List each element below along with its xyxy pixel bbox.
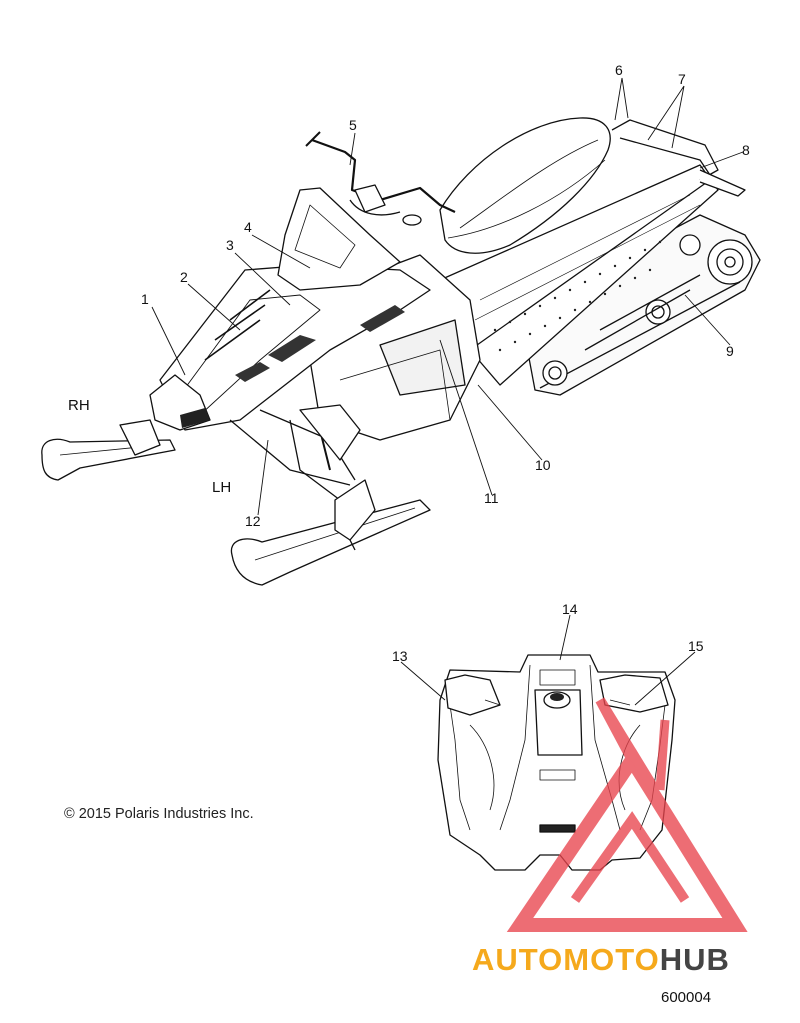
watermark-brand-text: AUTOMOTOHUB	[472, 942, 730, 978]
callout-12: 12	[245, 513, 261, 529]
hood-top-view-illustration	[437, 654, 676, 871]
side-label-rh: RH	[68, 397, 90, 414]
watermark-brand-part-a: AUTOMOTO	[472, 942, 660, 977]
callout-1: 1	[141, 291, 149, 307]
callout-labels: 1 2 3 4 5 6 7 8 9 10 11 12 13 14 15 RH L…	[68, 62, 750, 664]
callout-2: 2	[180, 269, 188, 285]
callout-8: 8	[742, 142, 750, 158]
callout-3: 3	[226, 237, 234, 253]
callout-4: 4	[244, 219, 252, 235]
callout-5: 5	[349, 117, 357, 133]
callout-9: 9	[726, 343, 734, 359]
leader-lines	[151, 77, 744, 706]
callout-7: 7	[678, 71, 686, 87]
snowmobile-illustration	[41, 117, 761, 586]
watermark-brand-part-b: HUB	[659, 942, 730, 977]
callout-14: 14	[562, 601, 578, 617]
watermark-triangle-logo	[506, 697, 748, 932]
callout-11: 11	[484, 490, 499, 506]
callout-6: 6	[615, 62, 623, 78]
copyright-notice: © 2015 Polaris Industries Inc.	[64, 806, 254, 822]
callout-10: 10	[535, 457, 551, 473]
callout-13: 13	[392, 648, 408, 664]
diagram-id: 600004	[661, 989, 712, 1006]
side-label-lh: LH	[212, 479, 231, 496]
callout-15: 15	[688, 638, 704, 654]
